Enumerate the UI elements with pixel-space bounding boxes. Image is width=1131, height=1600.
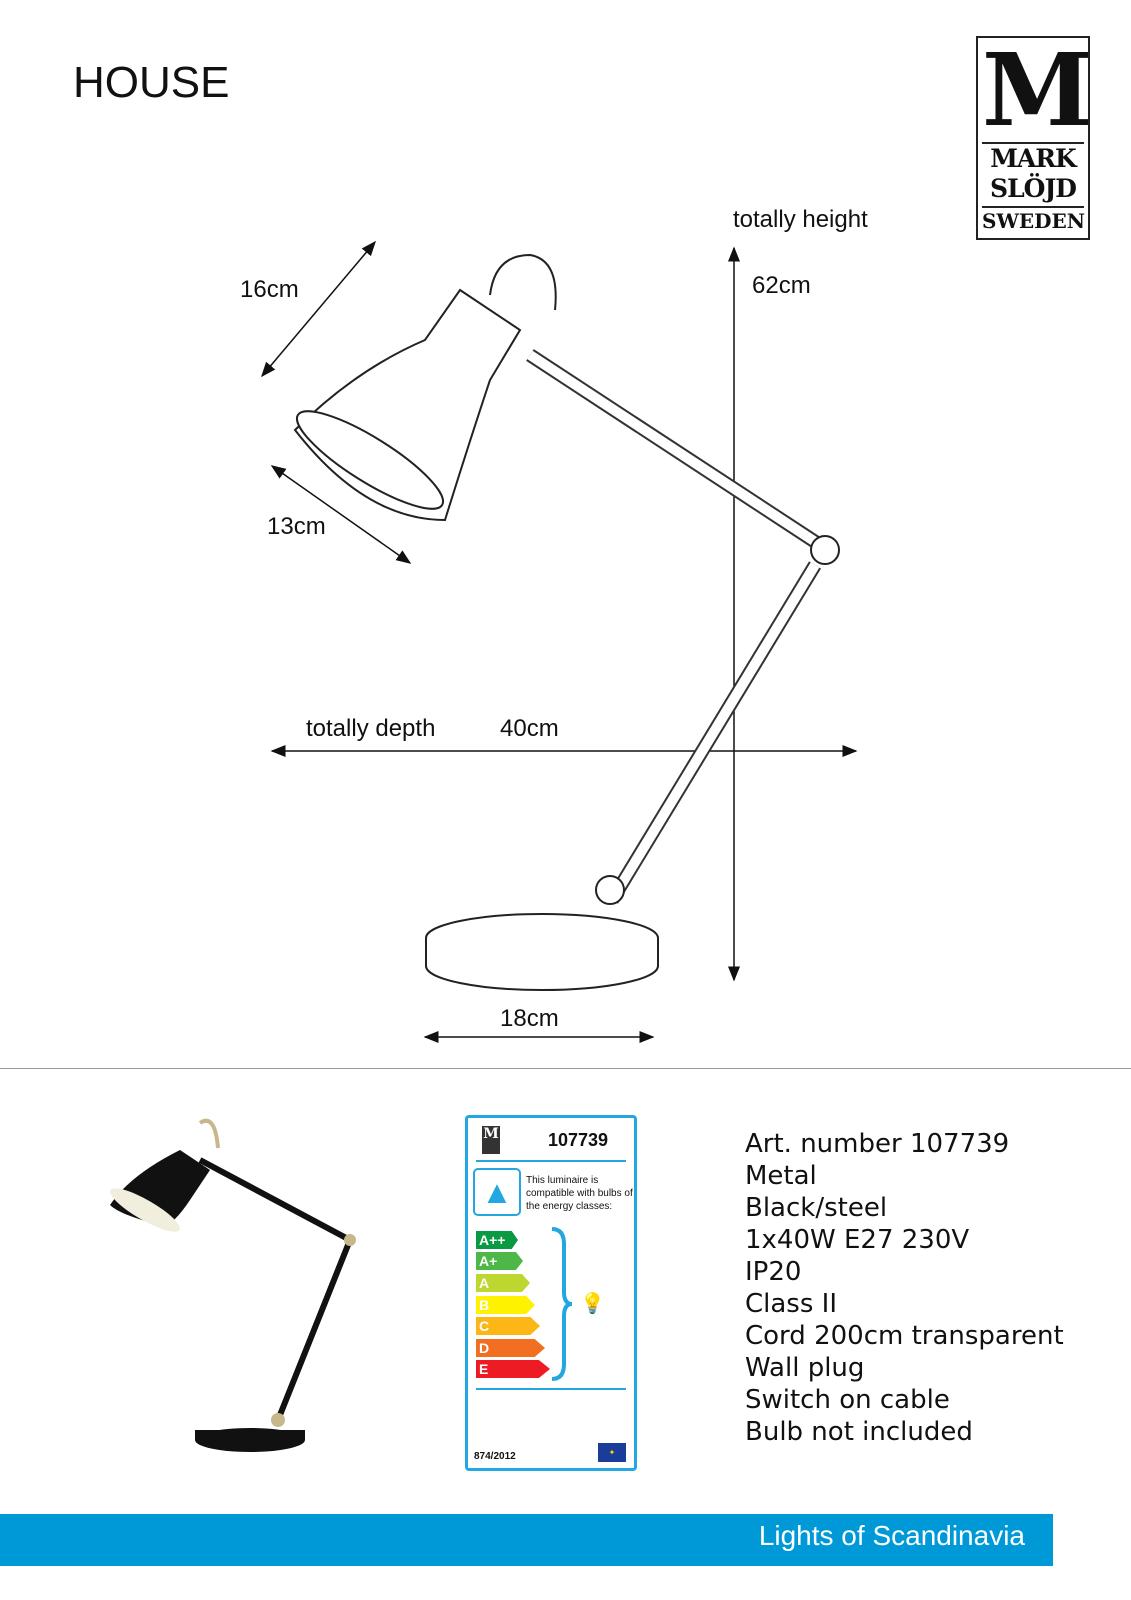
- regulation: 874/2012: [474, 1451, 516, 1462]
- brace-icon: [551, 1227, 573, 1381]
- energy-class-e: E: [476, 1360, 550, 1378]
- bulb-icon: 💡: [580, 1293, 605, 1315]
- shade-diameter-arrow: [270, 465, 412, 564]
- energy-label: M 107739 ▲ This luminaire is compatible …: [465, 1115, 637, 1471]
- product-photo: [110, 1118, 356, 1452]
- shade-length-arrow: [261, 240, 376, 378]
- eu-flag-icon: ✦: [598, 1443, 626, 1462]
- energy-label-logo: M: [482, 1126, 500, 1154]
- energy-class-a: A: [476, 1274, 530, 1292]
- footer-banner: Lights of Scandinavia: [0, 1514, 1053, 1566]
- logo-line: MARK: [990, 144, 1077, 173]
- energy-label-art: 107739: [548, 1130, 609, 1150]
- brand-logo: M MARK SLÖJD SWEDEN: [976, 31, 1093, 240]
- logo-line: SLÖJD: [990, 174, 1077, 203]
- energy-class-app: A++: [476, 1231, 518, 1249]
- spec-item: Black/steel: [745, 1193, 888, 1223]
- spec-item: Bulb not included: [745, 1417, 973, 1447]
- base-value: 18cm: [500, 1005, 559, 1032]
- depth-value: 40cm: [500, 715, 559, 742]
- specifications: Art. number 107739 Metal Black/steel 1x4…: [745, 1128, 1064, 1448]
- energy-class-b: B: [476, 1296, 535, 1314]
- spec-item: Switch on cable: [745, 1385, 950, 1415]
- height-value: 62cm: [752, 272, 811, 299]
- shade-diameter-value: 13cm: [267, 513, 326, 540]
- spec-item: Metal: [745, 1161, 817, 1191]
- lamp-drawing: [261, 240, 858, 1043]
- spec-item: Wall plug: [745, 1353, 865, 1383]
- lamp-outline: [293, 253, 840, 991]
- logo-mark: M: [982, 31, 1093, 149]
- divider: [0, 1068, 1131, 1069]
- lamp-icon: ▲: [473, 1168, 521, 1216]
- spec-item: Cord 200cm transparent: [745, 1321, 1064, 1351]
- spec-item: 1x40W E27 230V: [745, 1225, 970, 1255]
- spec-item: IP20: [745, 1257, 802, 1287]
- energy-class-ap: A+: [476, 1252, 523, 1270]
- energy-label-text: This luminaire is compatible with bulbs …: [526, 1175, 633, 1212]
- logo-line: SWEDEN: [982, 206, 1085, 234]
- depth-label: totally depth: [306, 715, 436, 742]
- energy-class-d: D: [476, 1339, 545, 1357]
- energy-class-c: C: [476, 1317, 540, 1335]
- product-title: HOUSE: [73, 58, 230, 107]
- spec-item: Art. number 107739: [745, 1129, 1010, 1159]
- spec-item: Class II: [745, 1289, 838, 1319]
- shade-length-value: 16cm: [240, 276, 299, 303]
- height-label: totally height: [733, 206, 868, 233]
